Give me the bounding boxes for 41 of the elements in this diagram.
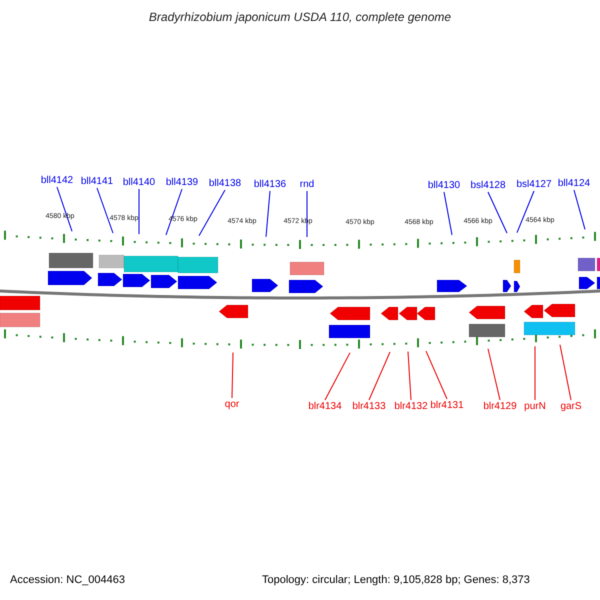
leader-line (488, 348, 500, 400)
leader-line (166, 188, 182, 236)
leader-line (408, 351, 412, 400)
gene-label: bll4140 (122, 177, 156, 188)
leader-line (574, 190, 586, 230)
gene-label: bll4141 (80, 176, 114, 187)
leader-line (426, 350, 448, 400)
leader-line (368, 352, 390, 400)
leader-line (96, 188, 114, 234)
gene-label: purN (524, 401, 546, 412)
gene-label: bsl4128 (470, 180, 506, 191)
leader-line (232, 352, 234, 398)
leader-line (56, 186, 72, 232)
leader-line (560, 344, 572, 400)
gene-label: bll4124 (558, 178, 590, 189)
genome-info-text: Topology: circular; Length: 9,105,828 bp; Genes: 8,373 (262, 575, 530, 586)
gene-label: bll4130 (428, 180, 460, 191)
leader-line (534, 346, 536, 400)
gene-label: rnd (300, 179, 314, 190)
leader-line (516, 190, 534, 234)
gene-label: garS (560, 401, 582, 412)
gene-label: blr4132 (394, 401, 428, 412)
gene-label: blr4131 (430, 400, 464, 411)
gene-label: bll4138 (208, 178, 242, 189)
gene-label: bll4136 (254, 179, 286, 190)
gene-label: blr4133 (352, 401, 386, 412)
leader-line (444, 192, 452, 236)
accession-text: Accession: NC_004463 (10, 575, 125, 586)
leader-line (324, 352, 350, 400)
leader-line (138, 188, 140, 235)
title: Bradyrhizobium japonicum USDA 110, complete genome (148, 12, 452, 23)
leader-line (266, 190, 270, 238)
gene-label: blr4129 (483, 401, 517, 412)
gene-label: blr4134 (308, 401, 342, 412)
gene-label: bll4139 (166, 177, 198, 188)
gene-label: bsl4127 (516, 179, 552, 190)
leader-line (198, 190, 226, 236)
gene-label: bll4142 (40, 175, 74, 186)
leader-line (306, 190, 308, 238)
leader-line (488, 192, 508, 234)
gene-label: qor (224, 399, 240, 410)
